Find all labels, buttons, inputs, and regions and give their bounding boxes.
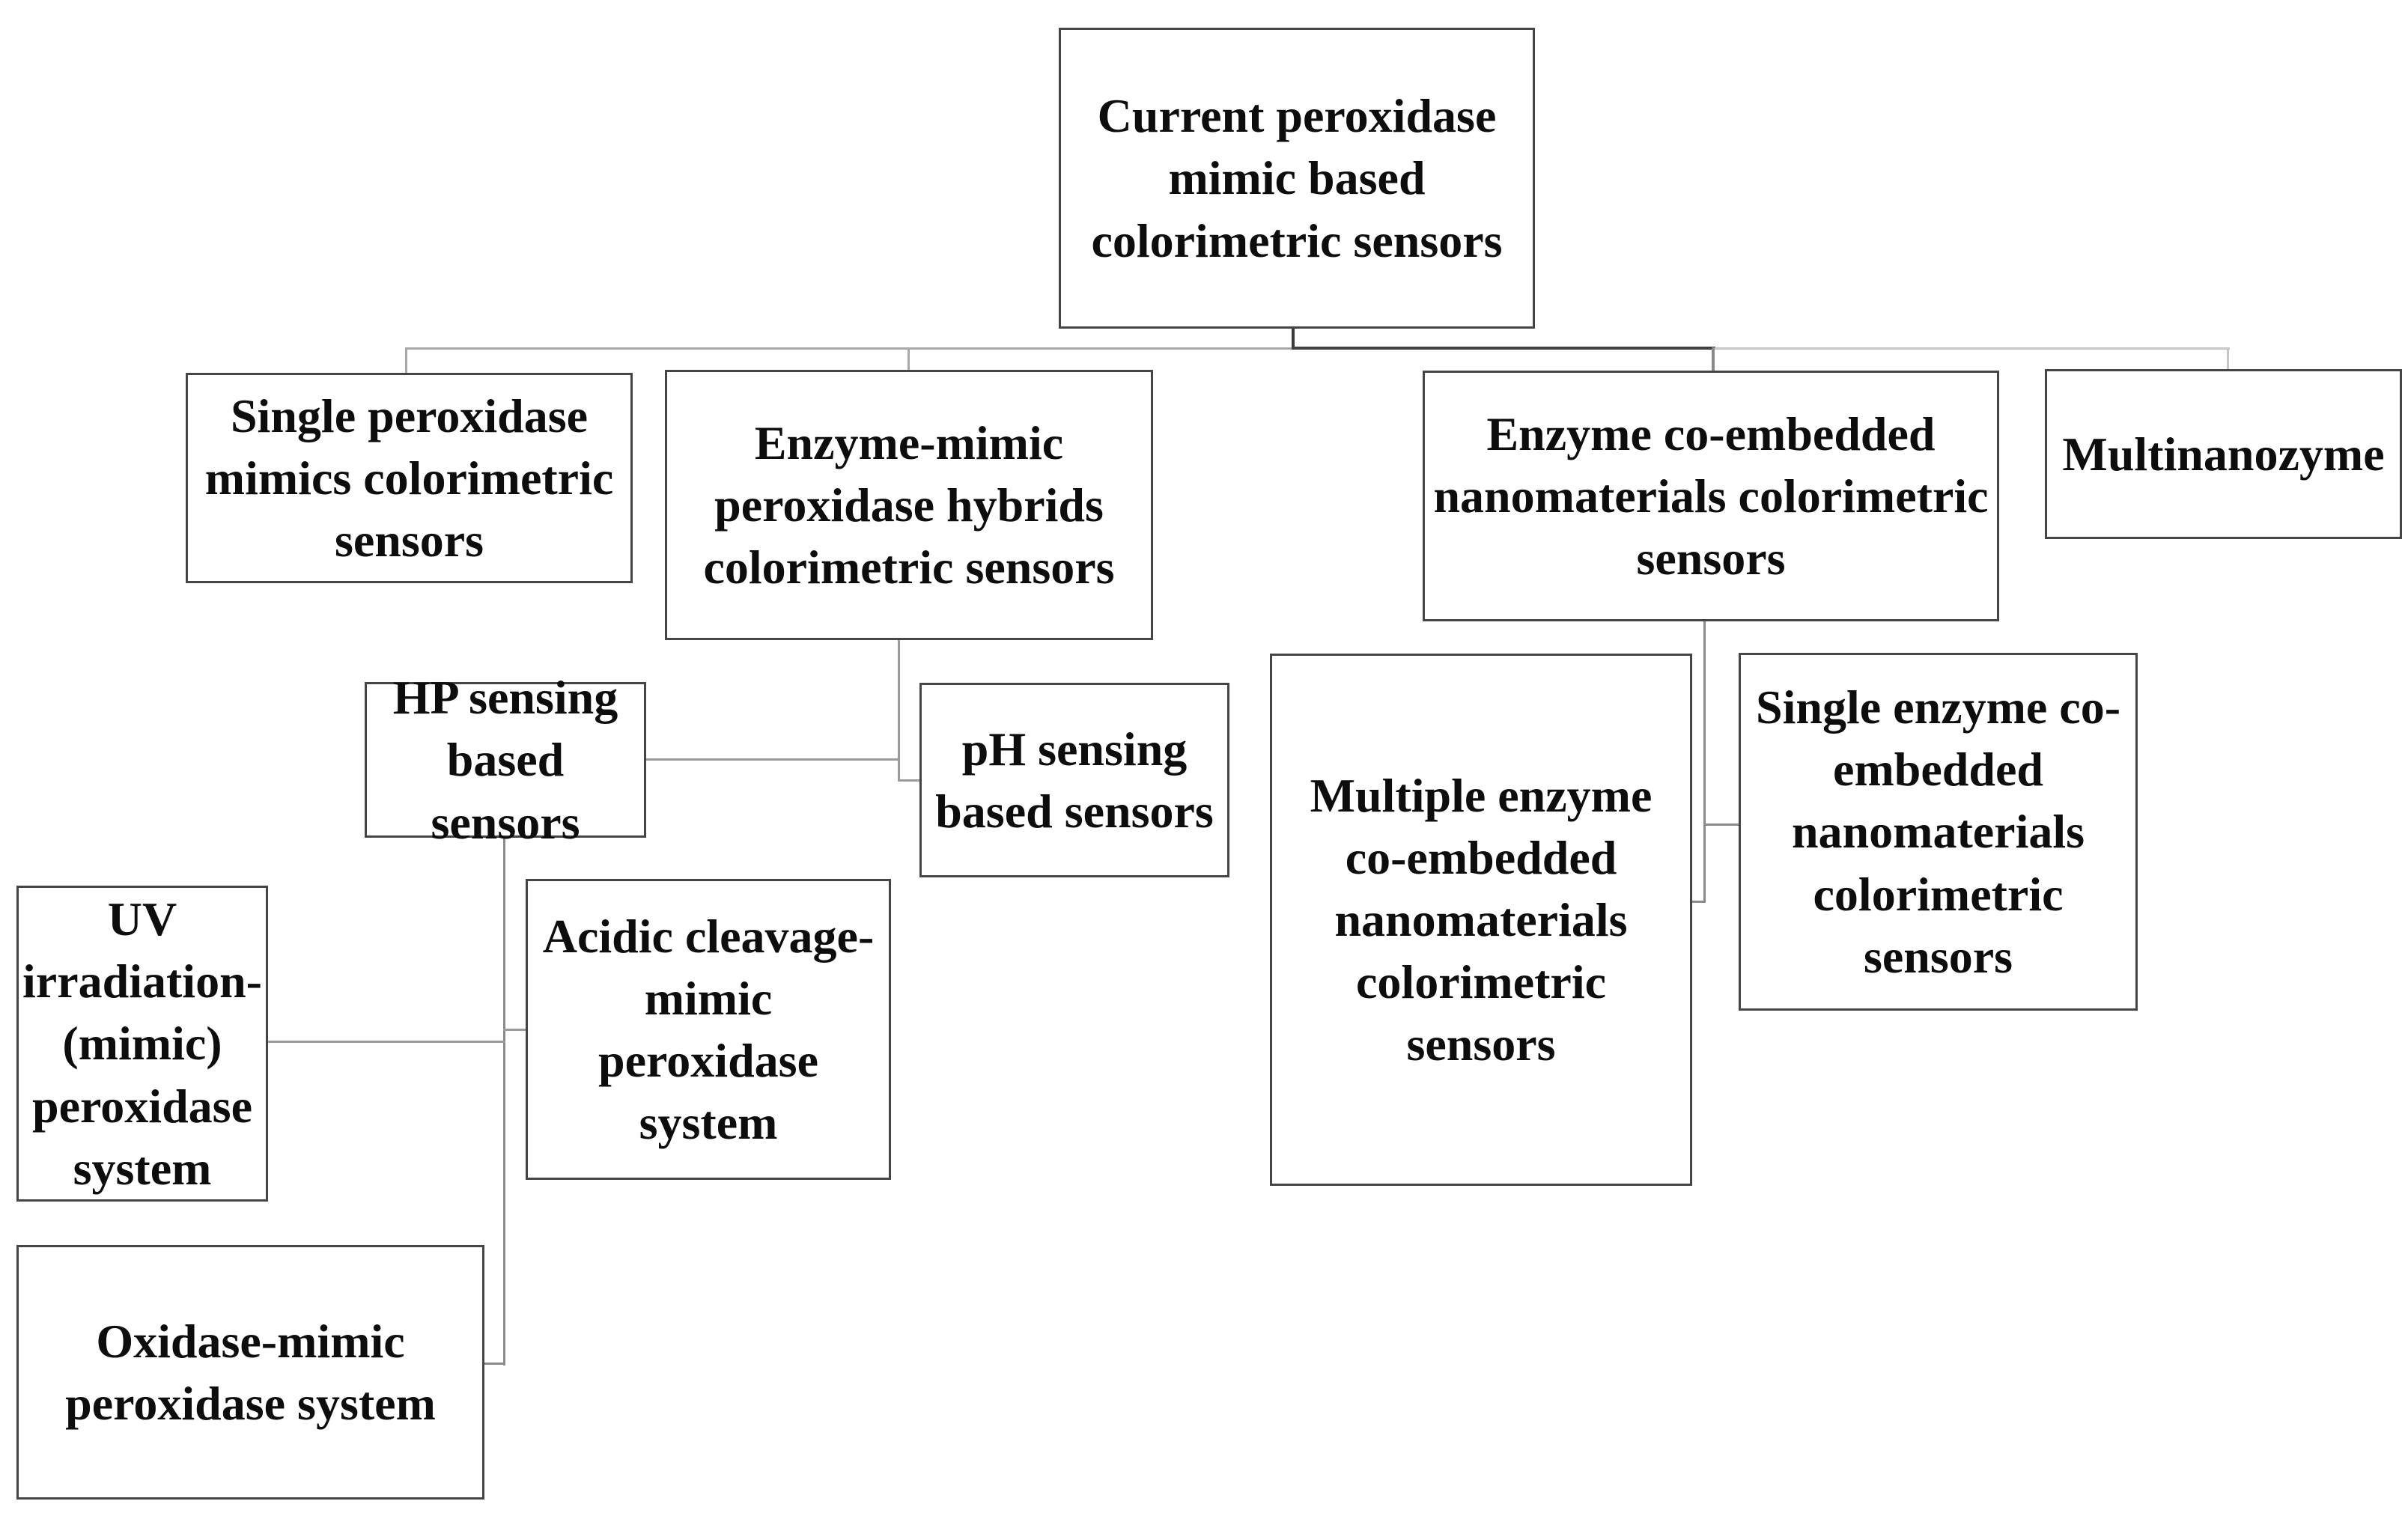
node-hp-sensing: HP sensing based sensors [365, 671, 646, 849]
connector-drop-co-embedded [1712, 347, 1715, 372]
node-single-enzyme-co-embedded: Single enzyme co- embedded nanomaterials… [1739, 653, 2138, 1011]
connector-top-to-bus [1292, 329, 1295, 350]
node-label: Enzyme co-embedded nanomaterials colorim… [1433, 407, 1989, 585]
node-label: UV irradiation- (mimic) peroxidase syste… [22, 892, 262, 1195]
node-label: Oxidase-mimic peroxidase system [65, 1314, 436, 1430]
node-uv-irradiation-mimic: UV irradiation- (mimic) peroxidase syste… [16, 886, 268, 1202]
node-enzyme-mimic-hybrids: Enzyme-mimic peroxidase hybrids colorime… [665, 370, 1153, 640]
node-label: Multiple enzyme co-embedded nanomaterial… [1310, 768, 1653, 1071]
node-label: Single peroxidase mimics colorimetric se… [204, 389, 614, 567]
node-single-peroxidase-mimics: Single peroxidase mimics colorimetric se… [186, 373, 633, 583]
connector-to-uv-irradiation [268, 1041, 505, 1043]
connector-to-ph-sensing [898, 779, 919, 782]
node-acidic-cleavage-mimic: Acidic cleavage- mimic peroxidase system [526, 879, 891, 1180]
connector-hp-down [503, 838, 505, 1366]
node-multinanozyme: Multinanozyme [2045, 369, 2402, 539]
node-ph-sensing: pH sensing based sensors [919, 683, 1229, 877]
connector-to-hp-sensing [646, 758, 900, 761]
node-label: pH sensing based sensors [935, 722, 1214, 838]
node-label: Enzyme-mimic peroxidase hybrids colorime… [703, 415, 1115, 594]
connector-enzyme-mimic-down [898, 640, 900, 782]
node-label: Multinanozyme [2062, 427, 2385, 481]
connector-drop-enzyme-mimic [907, 347, 910, 371]
connector-to-oxidase-mimic [484, 1363, 505, 1365]
connector-to-single-enzyme [1703, 824, 1739, 826]
node-enzyme-co-embedded: Enzyme co-embedded nanomaterials colorim… [1423, 371, 1999, 621]
connector-co-embedded-down [1703, 621, 1706, 903]
node-multiple-enzyme-co-embedded: Multiple enzyme co-embedded nanomaterial… [1270, 654, 1692, 1186]
node-current-peroxidase-sensors: Current peroxidase mimic based colorimet… [1059, 28, 1535, 329]
node-label: Acidic cleavage- mimic peroxidase system [542, 909, 875, 1150]
connector-to-multiple-enzyme [1688, 901, 1706, 903]
connector-drop-multinanozyme [2227, 347, 2229, 371]
node-label: Single enzyme co- embedded nanomaterials… [1756, 681, 2120, 983]
node-label: HP sensing based sensors [392, 671, 618, 849]
connector-bus-left [406, 347, 1294, 350]
connector-bus-middle [1292, 347, 1715, 350]
node-oxidase-mimic: Oxidase-mimic peroxidase system [16, 1245, 484, 1500]
node-label: Current peroxidase mimic based colorimet… [1091, 89, 1503, 267]
connector-bus-right [1713, 347, 2230, 350]
connector-drop-single-mimics [405, 347, 407, 374]
connector-to-acidic-cleavage [503, 1029, 526, 1031]
